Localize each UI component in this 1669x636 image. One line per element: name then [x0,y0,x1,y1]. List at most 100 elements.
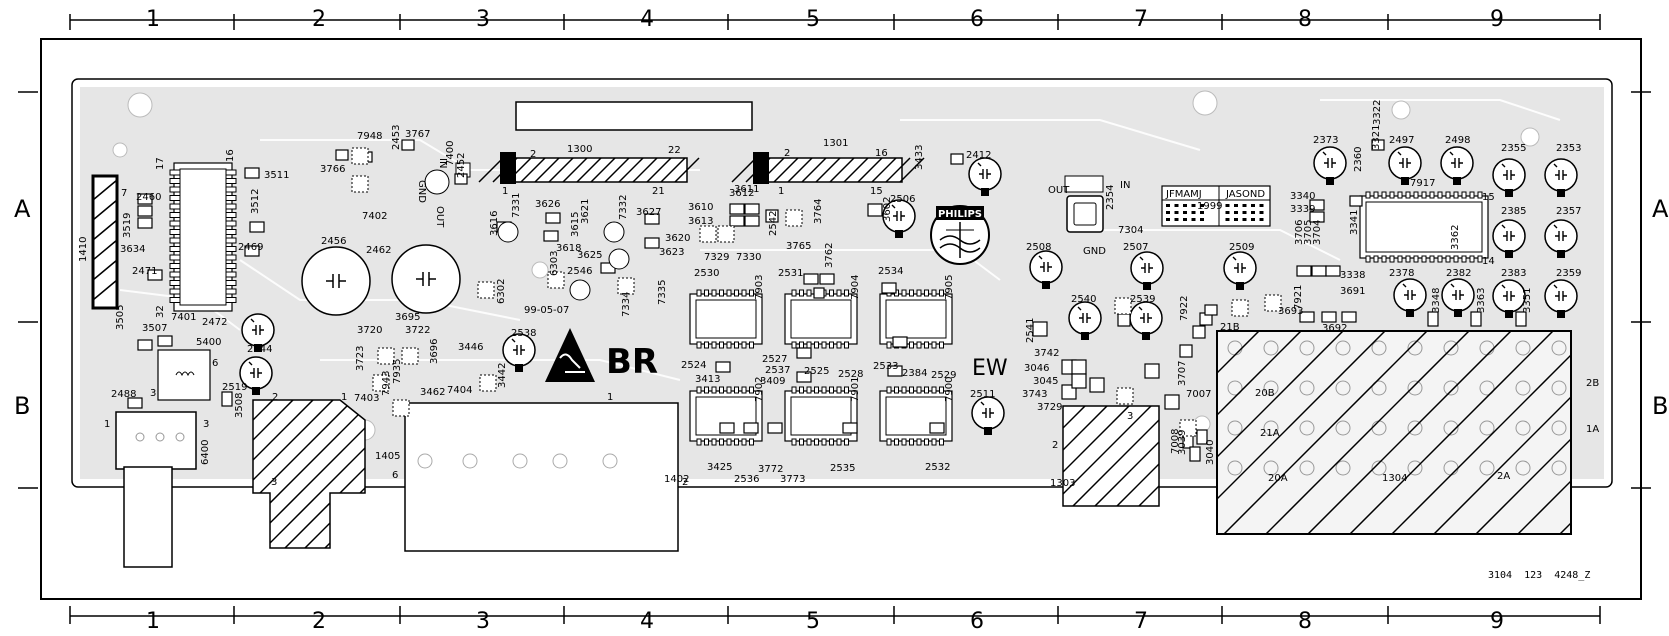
label-7007: 7007 [1186,389,1211,400]
date-code-box: JFMAMJ JASOND 1999 [1161,185,1271,227]
label-3720: 3720 [357,325,382,336]
column-label-top: 8 [1298,7,1312,32]
month-row-2: JASOND [1225,189,1265,200]
ic-7902: 7902 [689,377,765,446]
connector-1304-pin2b: 2B [1586,378,1599,389]
connector-1405-pin1: 1 [341,392,347,403]
connector-1300-pin2: 2 [530,149,536,160]
connector-1303-pin3: 3 [1127,411,1133,422]
connector-6400-label: 6400 [200,440,211,465]
smd-pad [767,422,783,434]
label-3627: 3627 [636,207,661,218]
smd-pad [1470,311,1482,327]
connector-1304-pin20a: 20A [1268,473,1288,484]
capacitor-2540: 2540 [1068,294,1102,340]
smd-pad [729,215,745,227]
transistor [372,374,390,392]
connector-1304-pin21b: 21B [1220,322,1240,333]
capacitor-2539-label: 2539 [1130,294,1155,305]
capacitor-2385: 2385 [1492,206,1526,258]
label-3602: 3602 [882,197,893,222]
capacitor-2506: 2506 [882,194,916,238]
transistor [1116,387,1134,405]
capacitor-2472: 2472 [202,313,275,352]
label-2360: 2360 [1353,147,1364,172]
column-label-bottom: 4 [640,609,654,634]
connector-1301-pin1: 1 [778,186,784,197]
label-7404: 7404 [447,385,472,396]
capacitor-2509: 2509 [1223,242,1257,290]
label-6303: 6303 [549,251,560,276]
smd-pad [803,273,819,285]
connector-1410-label: 1410 [78,237,89,262]
capacitor-2509-label: 2509 [1229,242,1254,253]
capacitor-2383-label: 2383 [1501,268,1526,279]
connector-1402-pin1: 1 [607,392,613,403]
transistor [479,374,497,392]
regulator-7304-gnd: GND [1083,246,1106,257]
capacitor-2412-label: 2412 [966,150,991,161]
capacitor-2462: 2462 [366,244,461,314]
ic-7401-label: 7401 [171,312,196,323]
connector-1405-pin3: 3 [271,477,277,488]
smd-pad [244,167,260,179]
smd-pad [744,215,760,227]
capacitor-2383: 2383 [1492,268,1526,318]
coil-5400: 5400 3 6 [150,337,221,401]
ic-7900-label: 7900 [944,377,955,402]
capacitor-2540-label: 2540 [1071,294,1096,305]
smd-pad [1179,344,1193,358]
smd-pad [1309,199,1325,211]
label-7335: 7335 [657,280,668,305]
label-3507: 3507 [142,323,167,334]
smd-pad [644,213,660,225]
label-3618: 3618 [556,243,581,254]
label-7943: 7943 [381,371,392,396]
column-label-top: 2 [312,7,326,32]
capacitor-2373: 2373 [1313,135,1347,185]
capacitor-2359-label: 2359 [1556,268,1581,279]
transistor [699,225,717,243]
smd-pad [744,203,760,215]
smd-pad [867,203,883,217]
label-2541: 2541 [1025,318,1036,343]
document-number: 3104 123 4248_Z [1488,570,1590,581]
smd-pad [127,397,143,409]
transistor [569,279,591,301]
label-3040: 3040 [1205,440,1216,465]
smd-pad [892,336,908,348]
label-3413: 3413 [695,374,720,385]
capacitor-2378-label: 2378 [1389,268,1414,279]
label-3045: 3045 [1033,376,1058,387]
label-2529: 2529 [931,370,956,381]
capacitor-2382-label: 2382 [1446,268,1471,279]
label-3704: 3704 [1312,220,1323,245]
label-7922: 7922 [1179,296,1190,321]
connector-1402-label: 1402 [664,474,689,485]
connector-1402-pin2: 2 [682,477,688,488]
ic-7904: 7904 [784,275,861,349]
capacitor-2456: 2456 [301,236,371,316]
label-2471: 2471 [132,266,157,277]
smd-pad [1341,311,1357,323]
regulator-7304: OUT IN GND 7304 2354 [1048,175,1143,257]
label-3462: 3462 [420,387,445,398]
label-2354: 2354 [1105,185,1116,210]
label-2534: 2534 [878,266,903,277]
transistor [617,277,635,295]
label-3762: 3762 [824,243,835,268]
label-3616: 3616 [489,211,500,236]
connector-1301-pin16: 16 [875,148,888,159]
smd-pad [729,203,745,215]
label-3621: 3621 [580,199,591,224]
capacitor-2511: 2511 [970,389,1005,435]
label-3615: 3615 [570,212,581,237]
smd-pad [1071,359,1087,375]
connector-1301-pin2: 2 [784,148,790,159]
smd-pad [545,212,561,224]
label-3691: 3691 [1340,286,1365,297]
smd-pad [1299,311,1315,323]
label-7329: 7329 [704,252,729,263]
label-7332: 7332 [618,195,629,220]
label-3611: 3611 [734,184,759,195]
